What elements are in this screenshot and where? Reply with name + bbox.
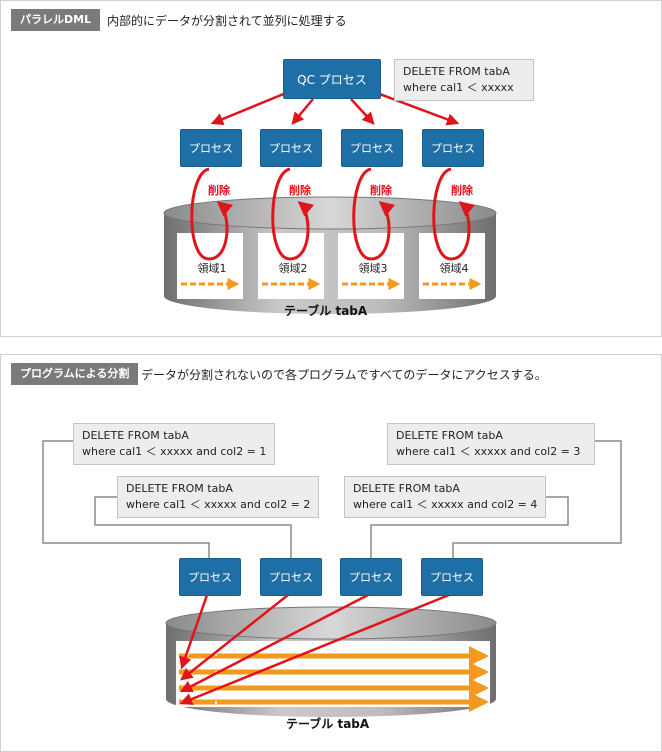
process-box-2: プロセス <box>260 129 322 167</box>
delete-label-3: 削除 <box>370 184 392 197</box>
section-tag: パラレルDML <box>11 9 101 31</box>
sql3-line-1: DELETE FROM tabA <box>396 429 503 442</box>
sql1-line-2: where cal1 ＜ xxxxx and col2 = 1 <box>82 445 267 458</box>
sql-line-2: where cal1 ＜ xxxxx <box>403 81 514 94</box>
sql-line-1: DELETE FROM tabA <box>403 65 510 78</box>
region-2-label: 領域2 <box>278 262 308 275</box>
sql4-line-2: where cal1 ＜ xxxxx and col2 = 4 <box>353 498 538 511</box>
data-orange-arrows <box>179 646 489 712</box>
sql-box-2: DELETE FROM tabA where cal1 ＜ xxxxx and … <box>117 476 319 518</box>
process-box-4: プロセス <box>422 129 484 167</box>
sql2-line-2: where cal1 ＜ xxxxx and col2 = 2 <box>126 498 311 511</box>
qc-process-box: QC プロセス <box>283 59 381 99</box>
sql4-line-1: DELETE FROM tabA <box>353 482 460 495</box>
process-box-3: プロセス <box>341 129 403 167</box>
sql-box-1: DELETE FROM tabA where cal1 ＜ xxxxx and … <box>73 423 275 465</box>
parallel-dml-panel: パラレルDML 内部的にデータが分割されて並列に処理する <box>0 0 662 337</box>
qc-distribution-arrows <box>210 91 460 126</box>
program-split-panel: プログラムによる分割 データが分割されないので各プログラムですべてのデータにアク… <box>0 354 662 752</box>
sql1-line-1: DELETE FROM tabA <box>82 429 189 442</box>
sql-box-3: DELETE FROM tabA where cal1 ＜ xxxxx and … <box>387 423 595 465</box>
region-1-label: 領域1 <box>197 262 227 275</box>
process-box-2: プロセス <box>260 558 322 596</box>
region-4-label: 領域4 <box>439 262 469 275</box>
table-label: テーブル tabA <box>284 304 368 318</box>
process-box-1: プロセス <box>179 558 241 596</box>
parallel-dml-diagram <box>163 91 497 314</box>
sql-statement-box: DELETE FROM tabA where cal1 ＜ xxxxx <box>394 59 534 101</box>
section-tag: プログラムによる分割 <box>11 363 139 385</box>
table-label: テーブル tabA <box>286 717 370 731</box>
region-3-label: 領域3 <box>358 262 388 275</box>
process-box-4: プロセス <box>421 558 483 596</box>
program-split-diagram <box>42 440 622 717</box>
sql-box-4: DELETE FROM tabA where cal1 ＜ xxxxx and … <box>344 476 546 518</box>
delete-label-1: 削除 <box>208 184 230 197</box>
delete-label-2: 削除 <box>289 184 311 197</box>
section-description: 内部的にデータが分割されて並列に処理する <box>107 14 347 28</box>
sql2-line-1: DELETE FROM tabA <box>126 482 233 495</box>
table-cylinder <box>163 196 497 314</box>
delete-loops <box>190 167 476 261</box>
sql-connector-lines <box>42 440 622 558</box>
process-box-3: プロセス <box>340 558 402 596</box>
process-box-1: プロセス <box>180 129 242 167</box>
section-description: データが分割されないので各プログラムですべてのデータにアクセスする。 <box>141 368 547 382</box>
process-access-arrows <box>179 593 450 706</box>
sql3-line-2: where cal1 ＜ xxxxx and col2 = 3 <box>396 445 581 458</box>
delete-label-4: 削除 <box>451 184 473 197</box>
